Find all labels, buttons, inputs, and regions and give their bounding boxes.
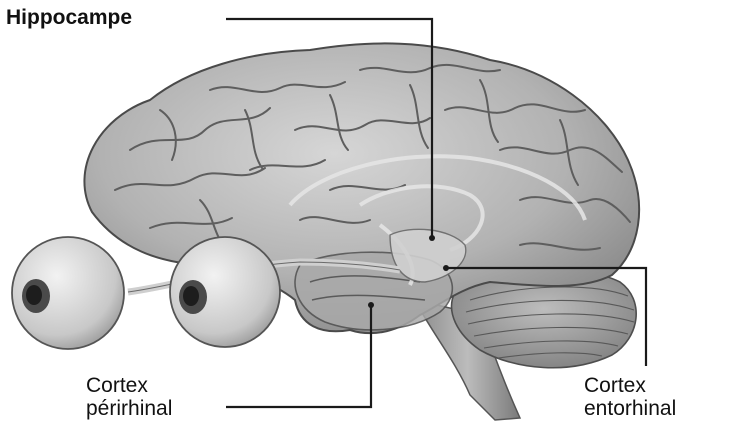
- entorhinal-dot: [443, 265, 449, 271]
- label-hippocampe: Hippocampe: [6, 6, 132, 29]
- left-eye: [12, 237, 124, 349]
- label-cortex-entorhinal: Cortex entorhinal: [584, 374, 676, 420]
- hippocampe-dot: [429, 235, 435, 241]
- label-entorhinal-line1: Cortex: [584, 374, 676, 397]
- label-cortex-perirhinal: Cortex périrhinal: [86, 374, 172, 420]
- perirhinal-dot: [368, 302, 374, 308]
- label-entorhinal-line2: entorhinal: [584, 397, 676, 420]
- right-eye: [170, 237, 280, 347]
- label-perirhinal-line2: périrhinal: [86, 397, 172, 420]
- label-perirhinal-line1: Cortex: [86, 374, 172, 397]
